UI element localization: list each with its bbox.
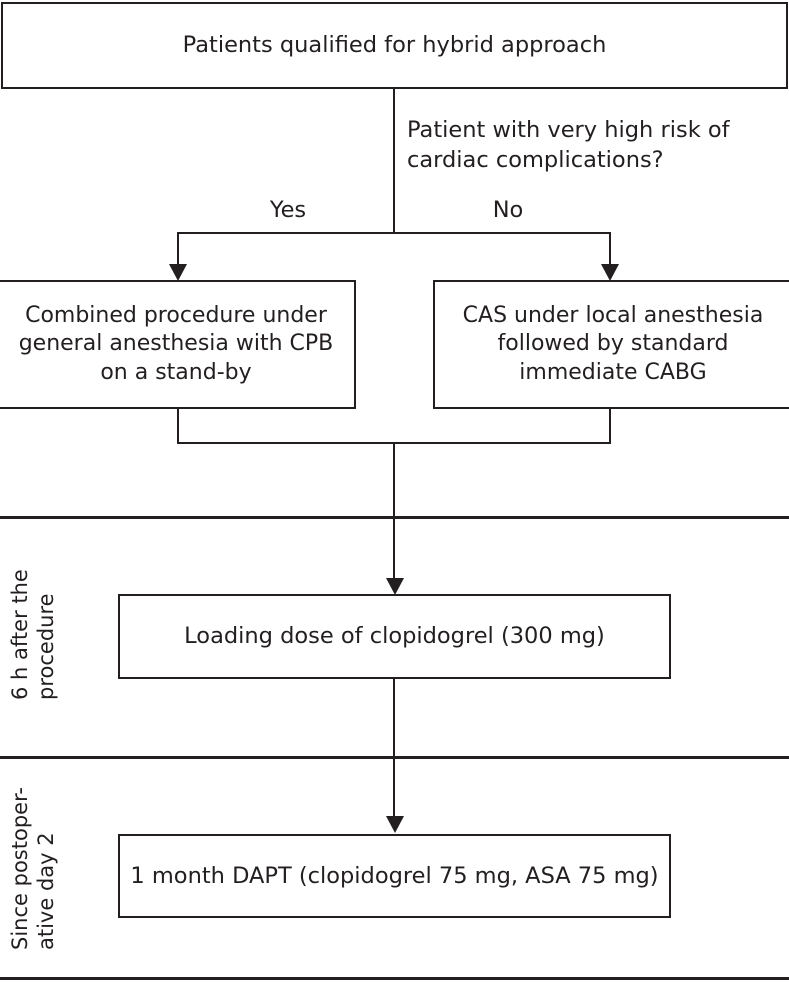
node-cas-cabg: CAS under local anesthesia followed by s… — [433, 280, 789, 409]
section-divider-lower — [0, 756, 789, 759]
connector-right-branch — [609, 232, 611, 268]
decision-question-text: Patient with very high risk of cardiac c… — [407, 117, 730, 173]
section-label-day-two: Since postoper- ative day 2 — [8, 787, 58, 950]
section-label-six-hours: 6 h after the procedure — [8, 569, 58, 700]
branch-label-no: No — [492, 197, 524, 223]
connector-lower-trunk — [393, 679, 395, 818]
node-patients-qualified: Patients qualified for hybrid approach — [1, 2, 788, 89]
node-dapt: 1 month DAPT (clopidogrel 75 mg, ASA 75 … — [118, 834, 671, 918]
node-combined-procedure: Combined procedure under general anesthe… — [0, 280, 356, 409]
section-divider-bottom — [0, 977, 789, 980]
arrowhead-loading-dose — [386, 578, 404, 595]
arrowhead-right-branch — [601, 264, 619, 281]
connector-right-merge-leg — [609, 409, 611, 444]
connector-left-branch — [177, 232, 179, 268]
node-loading-dose: Loading dose of clopidogrel (300 mg) — [118, 594, 671, 679]
arrowhead-dapt — [386, 816, 404, 833]
arrowhead-left-branch — [169, 264, 187, 281]
connector-top-stem — [393, 88, 395, 233]
branch-label-yes: Yes — [269, 197, 307, 223]
section-divider-upper — [0, 516, 789, 519]
connector-center-trunk — [393, 442, 395, 588]
connector-left-merge-leg — [177, 409, 179, 444]
connector-split-bar — [177, 232, 611, 234]
